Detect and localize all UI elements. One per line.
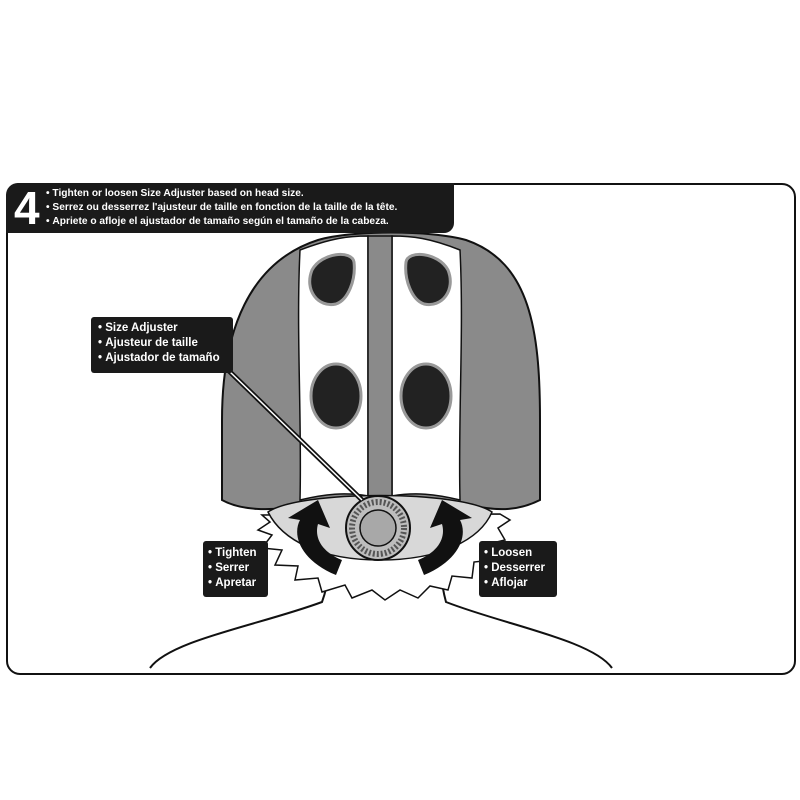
loosen-fr: Desserrer [484,561,557,576]
tighten-arrow [288,500,342,575]
instruction-es: Apriete o afloje el ajustador de tamaño … [46,215,397,229]
loosen-es: Aflojar [484,576,557,591]
loosen-label: Loosen Desserrer Aflojar [479,541,557,597]
step-header: 4 Tighten or loosen Size Adjuster based … [6,183,454,233]
vent-bottom-right [399,362,453,430]
tighten-en: Tighten [208,546,268,561]
instruction-en: Tighten or loosen Size Adjuster based on… [46,187,397,201]
loosen-arrow [418,500,472,575]
vent-top-left [308,253,356,307]
helmet-center-ridge [367,235,393,497]
size-adjuster-label: Size Adjuster Ajusteur de taille Ajustad… [91,317,233,373]
loosen-en: Loosen [484,546,557,561]
size-adjuster-en: Size Adjuster [98,321,233,336]
instruction-fr: Serrez ou desserrez l'ajusteur de taille… [46,201,397,215]
step-number: 4 [14,182,40,234]
size-adjuster-dial [345,495,411,561]
step-instructions: Tighten or loosen Size Adjuster based on… [46,187,397,229]
tighten-label: Tighten Serrer Apretar [203,541,268,597]
size-adjuster-fr: Ajusteur de taille [98,336,233,351]
tighten-fr: Serrer [208,561,268,576]
vent-top-right [404,253,452,307]
vent-bottom-left [309,362,363,430]
size-adjuster-es: Ajustador de tamaño [98,351,233,366]
tighten-es: Apretar [208,576,268,591]
